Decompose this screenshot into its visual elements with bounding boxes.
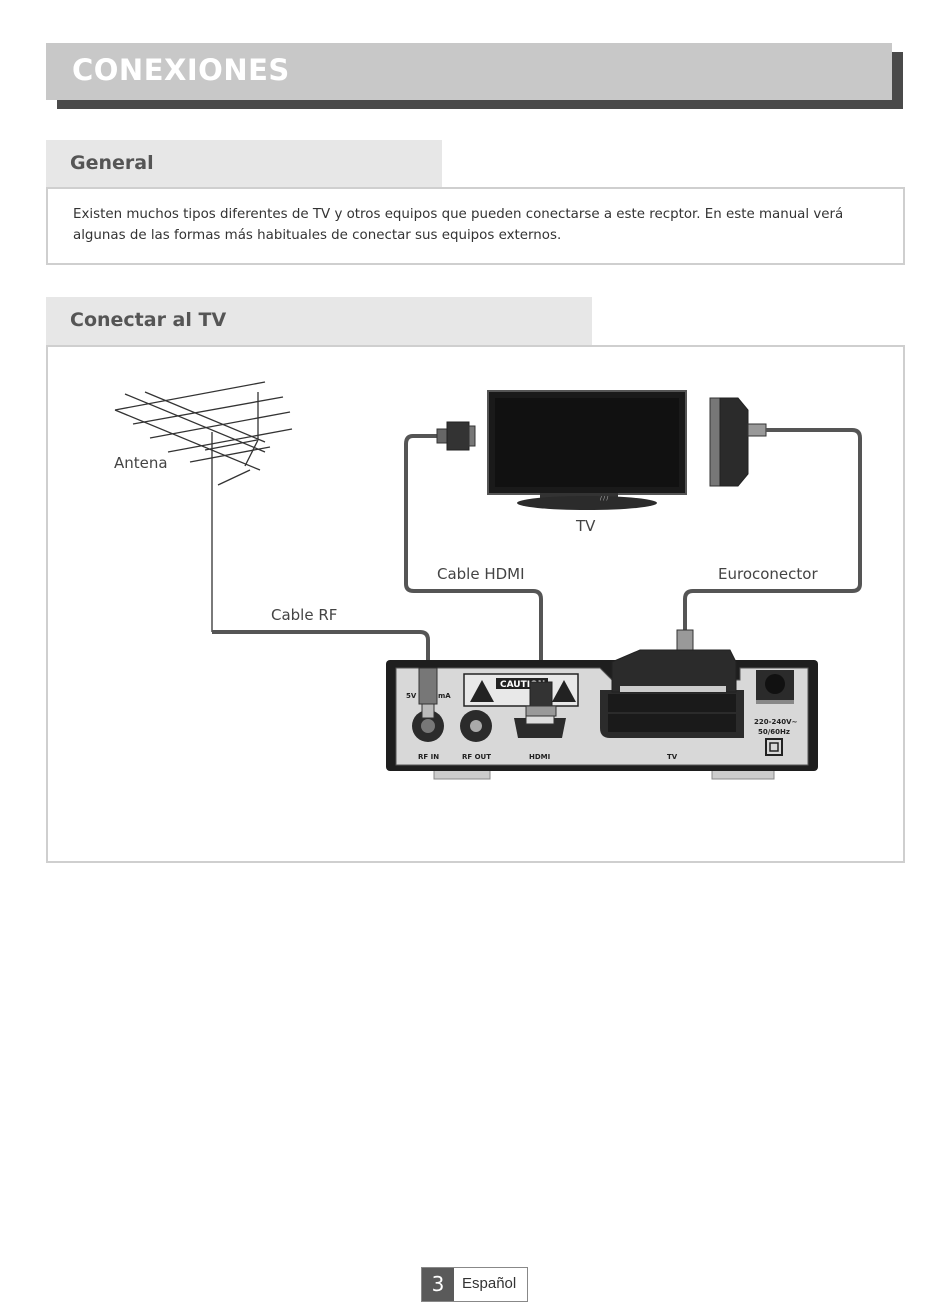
hdmi-cable bbox=[404, 434, 543, 690]
scart-plug-receiver-icon bbox=[611, 629, 737, 693]
section-heading-general: General bbox=[46, 140, 442, 187]
page-number: 3 bbox=[422, 1268, 454, 1301]
general-box: Existen muchos tipos diferentes de TV y … bbox=[46, 187, 905, 265]
euroconnector-label: Euroconector bbox=[718, 565, 818, 583]
cable-rf-label: Cable RF bbox=[271, 606, 338, 624]
power-spec-2-label: 50/60Hz bbox=[758, 728, 790, 736]
cable-hdmi-label: Cable HDMI bbox=[437, 565, 525, 583]
section-heading-general-text: General bbox=[70, 152, 154, 174]
port-hdmi-label: HDMI bbox=[529, 753, 550, 761]
antenna-icon bbox=[114, 381, 293, 632]
title-bar: CONEXIONES bbox=[46, 43, 892, 100]
receiver-icon: CAUTION 5V mA RF IN RF OUT HDMI TV 220-2… bbox=[386, 660, 818, 780]
tv-icon: / / / bbox=[487, 390, 687, 510]
section-heading-connect-tv-text: Conectar al TV bbox=[70, 309, 227, 331]
scart-cable bbox=[683, 428, 862, 632]
current-rating-label: mA bbox=[438, 692, 451, 700]
port-rf-out-label: RF OUT bbox=[462, 753, 491, 761]
general-paragraph: Existen muchos tipos diferentes de TV y … bbox=[73, 207, 844, 243]
power-spec-1-label: 220-240V~ bbox=[754, 718, 798, 726]
scart-plug-tv-icon bbox=[709, 397, 767, 487]
hdmi-plug-receiver-icon bbox=[525, 681, 557, 717]
tv-label: TV bbox=[576, 517, 596, 535]
power-rating-label: 5V bbox=[406, 692, 417, 700]
antenna-label: Antena bbox=[114, 454, 168, 472]
svg-text:/ / /: / / / bbox=[600, 496, 609, 502]
page-title: CONEXIONES bbox=[72, 53, 290, 87]
caution-label: CAUTION bbox=[500, 680, 545, 690]
rf-cable bbox=[212, 630, 430, 672]
port-tv-label: TV bbox=[667, 753, 678, 761]
rf-plug-receiver-icon bbox=[418, 667, 438, 719]
page-number-box: 3 Español bbox=[421, 1267, 528, 1302]
page-language: Español bbox=[462, 1275, 517, 1292]
port-rf-in-label: RF IN bbox=[418, 753, 439, 761]
hdmi-plug-tv-icon bbox=[436, 421, 476, 451]
section-heading-connect-tv: Conectar al TV bbox=[46, 297, 592, 345]
